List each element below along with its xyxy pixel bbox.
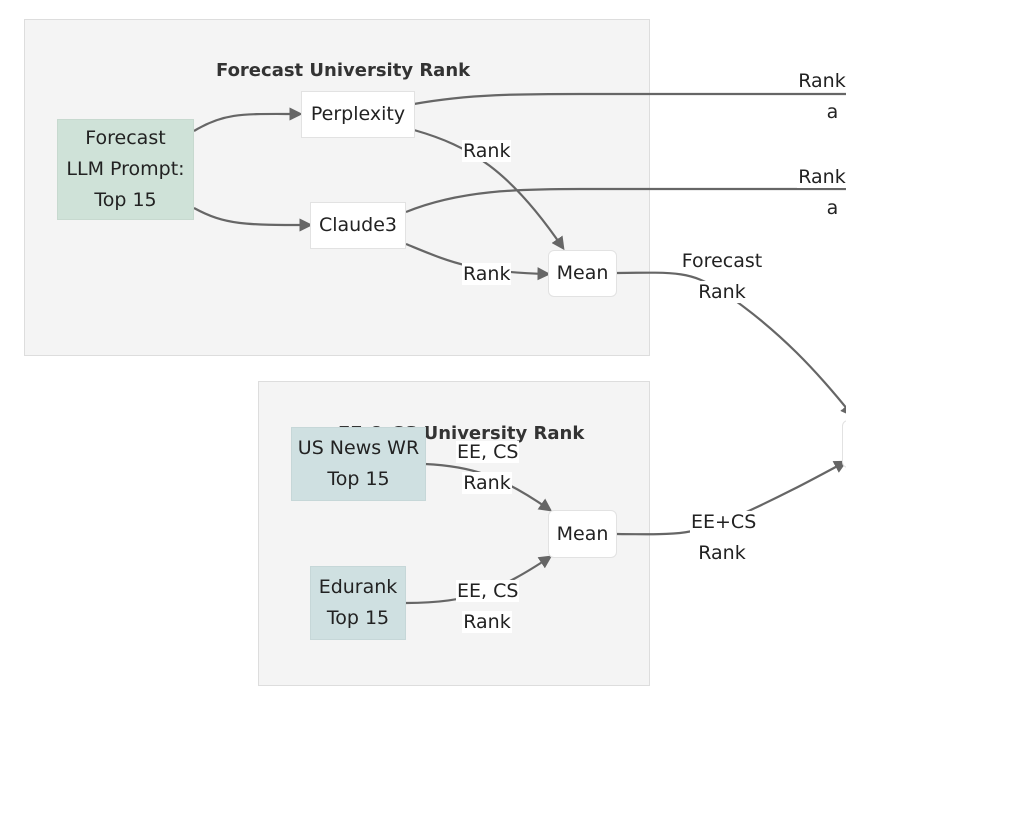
forecast-cluster-title: Forecast University Rank [216, 60, 471, 81]
perplexity-node: Perplexity [301, 91, 415, 138]
edge-label-edurank-rank: EE, CS Rank [456, 580, 520, 633]
edge-claude3-to-offscreen [405, 187, 846, 214]
edge-label-claude3-rank: Rank [462, 263, 512, 285]
crop-mask [846, 0, 1024, 832]
edge-label-usnews-rank: EE, CS Rank [456, 441, 520, 494]
edge-perplexity-to-offscreen [413, 92, 846, 106]
forecast-llm-prompt-node: Forecast LLM Prompt: Top 15 [57, 119, 194, 220]
edge-label-perplexity-offscreen: Rank a [797, 70, 847, 123]
edge-prompt-to-claude3 [193, 207, 313, 232]
ee-cs-mean-node: Mean [548, 510, 617, 558]
claude3-node: Claude3 [310, 202, 406, 249]
edurank-node: Edurank Top 15 [310, 566, 406, 640]
edge-label-claude3-offscreen: Rank a [797, 166, 847, 219]
edge-label-perplexity-rank: Rank [462, 140, 512, 162]
us-news-node: US News WR Top 15 [291, 427, 426, 501]
edge-label-forecast-rank: Forecast Rank [680, 250, 764, 303]
edge-label-ee-cs-rank: EE+CS Rank [690, 511, 758, 564]
edge-perplexity-to-mean [413, 128, 565, 251]
edge-prompt-to-perplexity [193, 107, 303, 132]
forecast-mean-node: Mean [548, 250, 617, 297]
